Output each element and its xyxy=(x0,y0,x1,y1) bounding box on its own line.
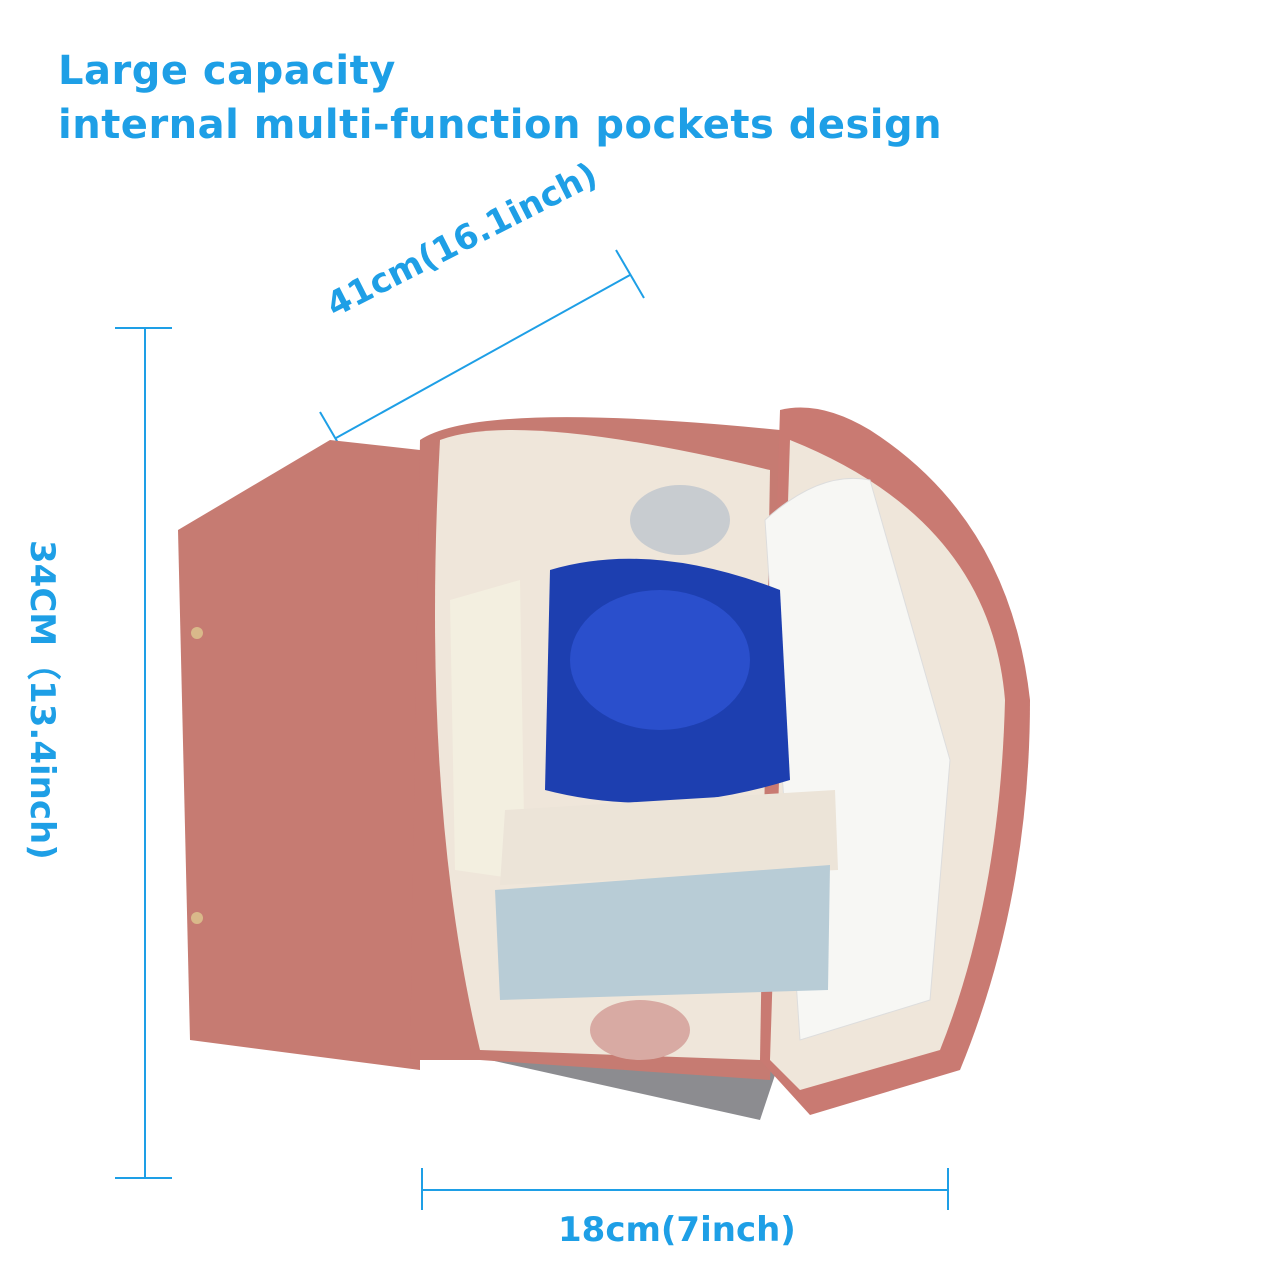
dimension-lines xyxy=(115,249,949,1210)
folded-towel xyxy=(500,790,838,885)
snap-button xyxy=(191,627,203,639)
bottle-bottom xyxy=(590,1000,690,1060)
height-label: 34CM（13.4inch) xyxy=(22,540,62,860)
headline-line-1: Large capacity xyxy=(58,48,396,94)
bag-flap xyxy=(178,440,420,1070)
snap-button xyxy=(191,912,203,924)
formula-lid xyxy=(570,590,750,730)
width-right-tick xyxy=(615,249,645,299)
blue-towel xyxy=(495,865,830,1000)
diaper-bag xyxy=(178,407,1030,1120)
bottle-top xyxy=(630,485,730,555)
depth-label: 18cm(7inch) xyxy=(558,1210,796,1250)
width-line xyxy=(335,274,631,439)
headline-line-2: internal multi-function pockets design xyxy=(58,102,943,148)
diapers xyxy=(450,580,525,880)
